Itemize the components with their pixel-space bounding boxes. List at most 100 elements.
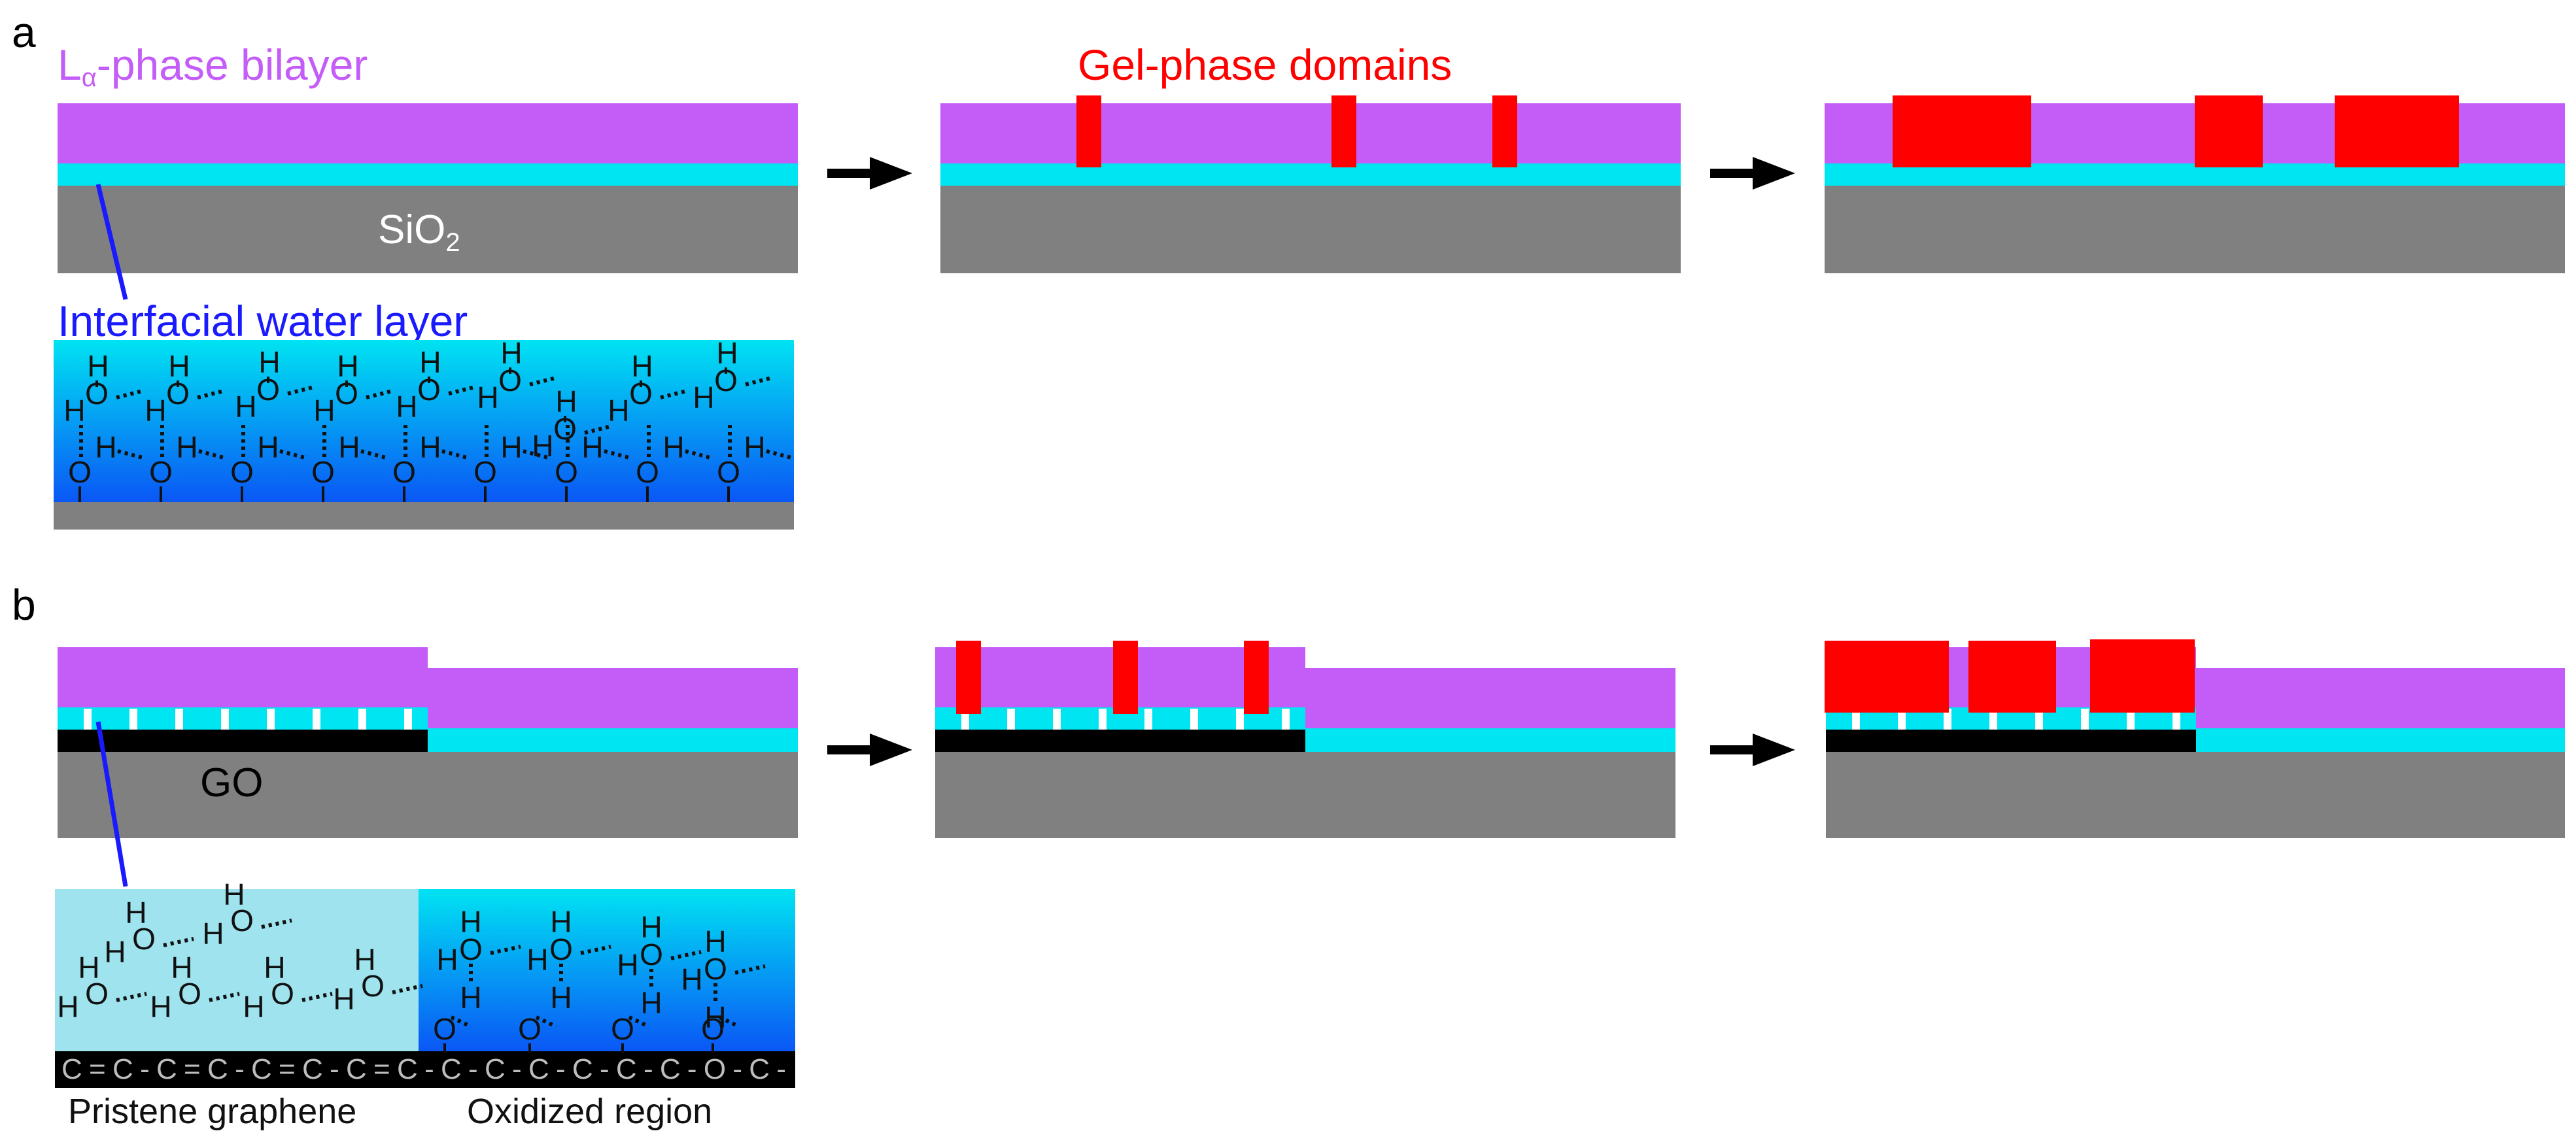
hydrogen-atom: H xyxy=(550,981,572,1015)
hydrogen-atom: H xyxy=(608,394,629,428)
water-layer xyxy=(940,163,1681,186)
water-gap xyxy=(129,709,137,730)
hydrogen-atom: H xyxy=(264,951,285,985)
sio2-substrate xyxy=(940,186,1681,273)
hydrogen-bond xyxy=(392,984,423,994)
water-gap xyxy=(175,709,183,730)
bilayer xyxy=(58,103,798,163)
hydrogen-atom: H xyxy=(78,951,99,985)
water-gap xyxy=(313,709,320,730)
water-zoom-box xyxy=(54,340,794,502)
water-gap xyxy=(2172,709,2180,730)
water-gap xyxy=(1099,709,1107,730)
arrow-right-icon xyxy=(1710,734,1795,766)
hydrogen-atom: H xyxy=(337,349,358,383)
hydrogen-atom: H xyxy=(640,910,662,944)
water-gap xyxy=(267,709,275,730)
gel-domain xyxy=(2090,639,2195,713)
bilayer-label: Lα-phase bilayer xyxy=(58,41,368,92)
hydrogen-bond xyxy=(529,376,557,386)
oxygen-atom: O xyxy=(271,977,294,1011)
surface-oxygen: O xyxy=(636,455,659,489)
oxygen-atom: O xyxy=(704,952,727,986)
sio2-substrate xyxy=(58,186,798,273)
go-label: GO xyxy=(200,760,263,805)
hydrogen-atom: H xyxy=(257,430,279,464)
panel-b-letter: b xyxy=(12,581,36,629)
sio2-substrate xyxy=(1825,186,2565,273)
graphene-layer xyxy=(935,730,1305,752)
water-gap xyxy=(2035,709,2043,730)
gel-phase-label: Gel-phase domains xyxy=(1078,41,1452,89)
panel-a: a Lα-phase bilayer Gel-phase domains SiO… xyxy=(12,8,2565,530)
water-layer-oxidized xyxy=(1305,728,1675,752)
stack-b2 xyxy=(935,641,1675,838)
oxidized-caption: Oxidized region xyxy=(467,1092,712,1131)
water-gap xyxy=(2081,709,2089,730)
oxygen-atom: O xyxy=(230,903,254,937)
hydrogen-bond xyxy=(287,385,315,396)
pointer-line xyxy=(95,184,128,300)
surface-oxygen: O xyxy=(230,455,254,489)
hydrogen-bond xyxy=(734,964,766,975)
hydrogen-atom: H xyxy=(95,430,116,464)
hydrogen-atom: H xyxy=(555,384,577,418)
hydrogen-atom: H xyxy=(313,394,335,428)
go-substrate xyxy=(58,752,798,838)
oxygen-atom: O xyxy=(361,969,385,1003)
hydrogen-atom: H xyxy=(436,943,458,977)
arrow-right-icon xyxy=(827,157,912,190)
hydrogen-atom: H xyxy=(396,390,417,424)
hydrogen-atom: H xyxy=(57,990,78,1024)
hydrogen-bond xyxy=(163,937,194,947)
hydrogen-bond xyxy=(209,992,240,1002)
pristine-water-box xyxy=(55,889,419,1051)
hydrogen-atom: H xyxy=(258,345,280,379)
water-gap xyxy=(1236,709,1244,730)
hydrogen-atom: H xyxy=(744,430,765,464)
gel-domain xyxy=(1893,95,2031,167)
water-gap xyxy=(1898,709,1906,730)
water-layer-label: Interfacial water layer xyxy=(58,297,468,345)
hydrogen-atom: H xyxy=(640,986,662,1020)
hydrogen-atom: H xyxy=(87,349,109,383)
hydrogen-bond xyxy=(580,945,611,955)
hydrogen-bond xyxy=(197,389,224,399)
water-gap xyxy=(1053,709,1061,730)
water-layer-pristine xyxy=(58,707,428,730)
bilayer-oxidized xyxy=(2196,668,2565,728)
gel-domain xyxy=(1492,95,1517,167)
hydrogen-atom: H xyxy=(171,951,192,985)
hydrogen-atom: H xyxy=(631,349,653,383)
hydrogen-bond xyxy=(116,389,143,399)
water-gaps xyxy=(1852,709,2180,730)
hydrogen-atom: H xyxy=(662,430,684,464)
gel-domain xyxy=(2195,95,2263,167)
hydrogen-atom: H xyxy=(145,394,166,428)
pristine-caption: Pristene graphene xyxy=(68,1092,356,1131)
hydrogen-atom: H xyxy=(617,948,638,982)
water-gap xyxy=(2127,709,2135,730)
hydrogen-atom: H xyxy=(477,380,498,414)
hydrogen-atom: H xyxy=(202,917,224,951)
oxygen-atom: O xyxy=(178,977,201,1011)
arrow-right-icon xyxy=(1710,157,1795,190)
water-layer-oxidized xyxy=(428,728,798,752)
hydrogen-atom: H xyxy=(581,430,603,464)
hydrogen-atom: H xyxy=(419,430,441,464)
graphene-strip xyxy=(55,1051,795,1088)
hydrogen-atom: H xyxy=(338,430,360,464)
surface-oxygen: O xyxy=(392,455,416,489)
water-gaps xyxy=(84,709,412,730)
water-gap xyxy=(358,709,366,730)
stack-b1: GO xyxy=(58,647,798,887)
hydrogen-atom: H xyxy=(681,962,702,996)
water-gap xyxy=(1007,709,1015,730)
gel-domain xyxy=(2335,95,2459,167)
hydrogen-atom: H xyxy=(500,336,522,370)
stack-a1: SiO2 xyxy=(58,103,798,300)
water-layer xyxy=(58,163,798,186)
